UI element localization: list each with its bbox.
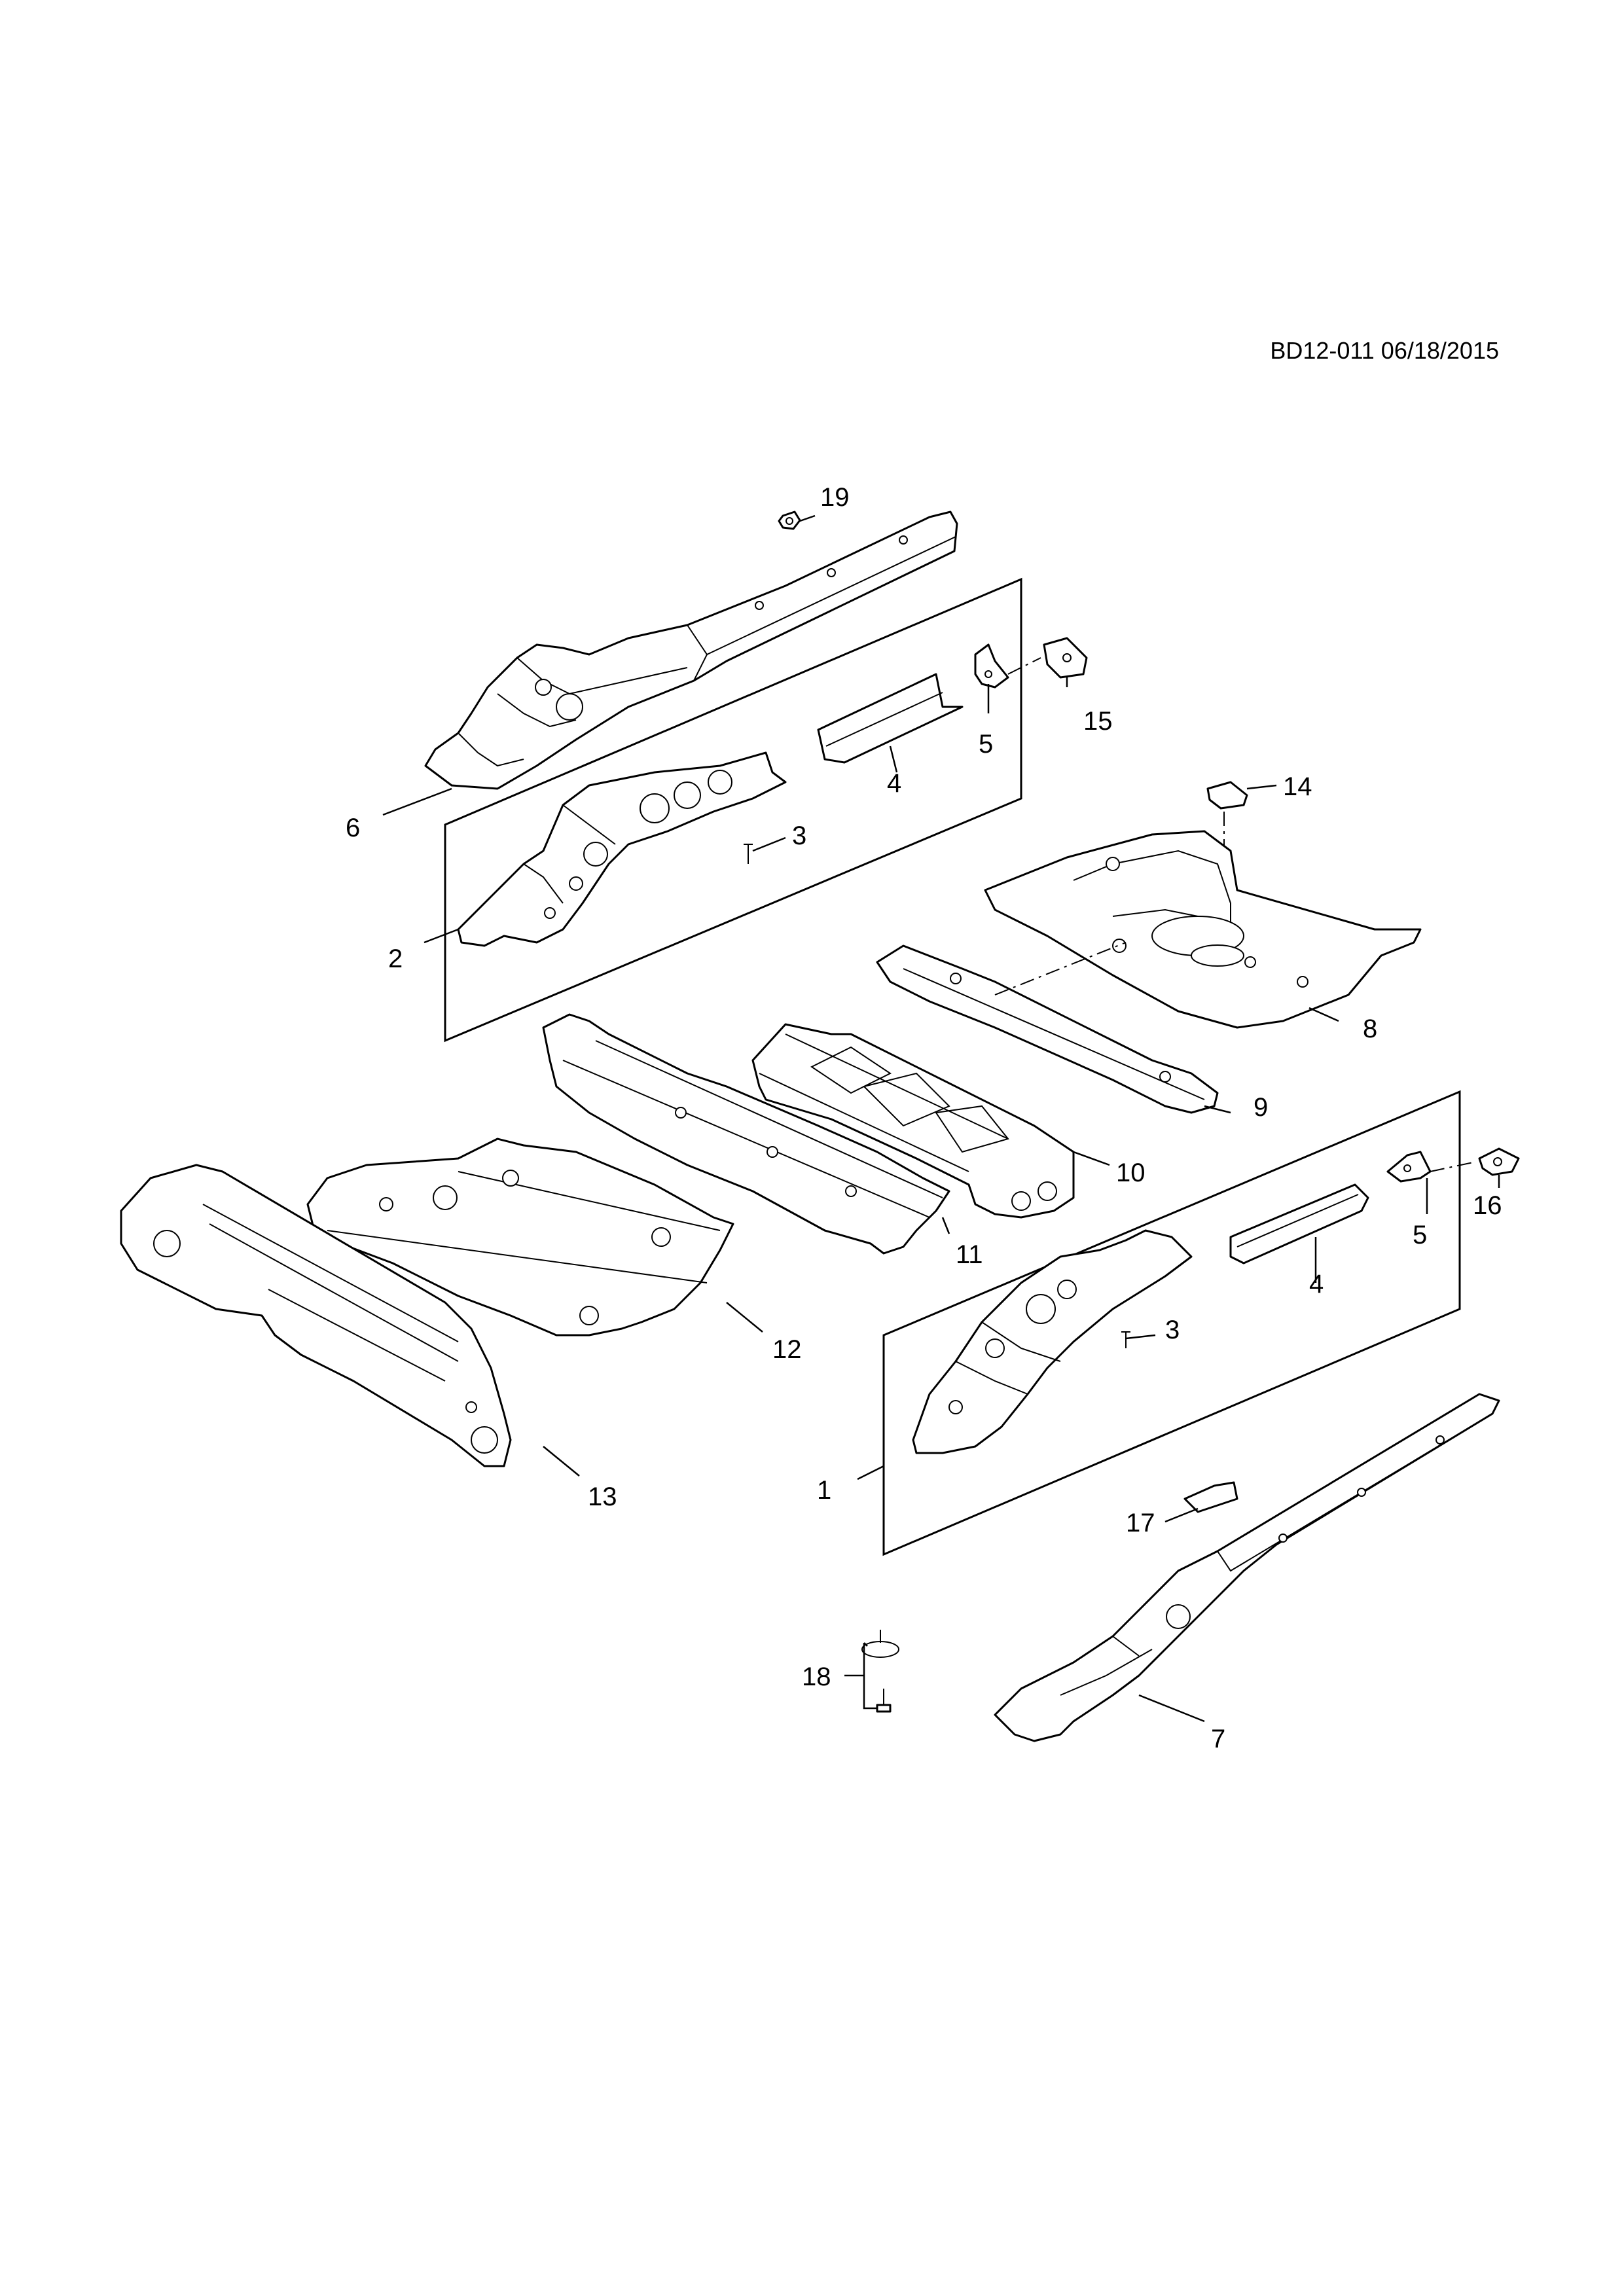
frame-upper xyxy=(444,577,1022,1043)
part-14-clip xyxy=(1206,781,1248,810)
part-16-clip xyxy=(1478,1147,1520,1176)
part-8-rear-floor xyxy=(984,830,1422,1029)
callout-12: 12 xyxy=(772,1335,802,1364)
part-13-sill xyxy=(120,1164,512,1467)
callout-7: 7 xyxy=(1211,1725,1225,1753)
callouts: 19 15 5 4 3 6 2 14 8 9 10 11 12 13 1 3 4… xyxy=(346,483,1502,1753)
leader-lines xyxy=(382,514,1500,1723)
part-4-channel-lower xyxy=(1229,1183,1369,1265)
part-6-rail xyxy=(424,511,958,790)
callout-13: 13 xyxy=(588,1482,617,1511)
part-19-nut xyxy=(778,511,801,530)
callout-4-lower: 4 xyxy=(1309,1270,1324,1299)
callout-3-lower: 3 xyxy=(1165,1316,1180,1344)
part-7-rail xyxy=(994,1393,1500,1742)
part-2-bracket xyxy=(457,751,787,947)
callout-19: 19 xyxy=(820,483,850,512)
callout-10: 10 xyxy=(1116,1158,1146,1187)
callout-2: 2 xyxy=(388,944,403,973)
dash-9-8 xyxy=(994,942,1127,996)
part-4-channel-upper xyxy=(817,673,964,764)
part-5-bracket-upper xyxy=(974,643,1009,689)
callout-16: 16 xyxy=(1473,1191,1502,1220)
part-15-clip xyxy=(1043,637,1088,679)
diagram-code: BD12-011 06/18/2015 xyxy=(1270,337,1499,364)
callout-15: 15 xyxy=(1083,707,1113,736)
callout-5-upper: 5 xyxy=(979,730,993,759)
part-17-bracket xyxy=(1183,1481,1238,1513)
callout-17: 17 xyxy=(1126,1509,1155,1537)
part-3-bolt-lower xyxy=(1121,1331,1130,1348)
callout-18: 18 xyxy=(802,1662,831,1691)
callout-9: 9 xyxy=(1254,1093,1268,1122)
callout-8: 8 xyxy=(1363,1014,1377,1043)
part-11-tunnel xyxy=(542,1013,950,1255)
part-3-bolt-upper xyxy=(744,844,753,864)
part-10-cradle xyxy=(751,1023,1075,1219)
part-5-bracket-lower xyxy=(1386,1151,1432,1183)
frame-lower xyxy=(882,1090,1461,1556)
part-9-crossmember xyxy=(876,944,1219,1114)
part-18-fastener xyxy=(861,1630,899,1713)
part-12-floor xyxy=(306,1138,734,1336)
dash-15-5 xyxy=(1007,657,1041,675)
callout-1: 1 xyxy=(817,1476,831,1505)
callout-6: 6 xyxy=(346,814,360,842)
callout-11: 11 xyxy=(956,1240,983,1269)
callout-4-upper: 4 xyxy=(887,769,901,798)
callout-14: 14 xyxy=(1283,772,1312,801)
callout-3-upper: 3 xyxy=(792,821,806,850)
callout-5-lower: 5 xyxy=(1413,1221,1427,1249)
part-1-bracket xyxy=(912,1229,1193,1454)
dash-16-5 xyxy=(1430,1161,1477,1172)
